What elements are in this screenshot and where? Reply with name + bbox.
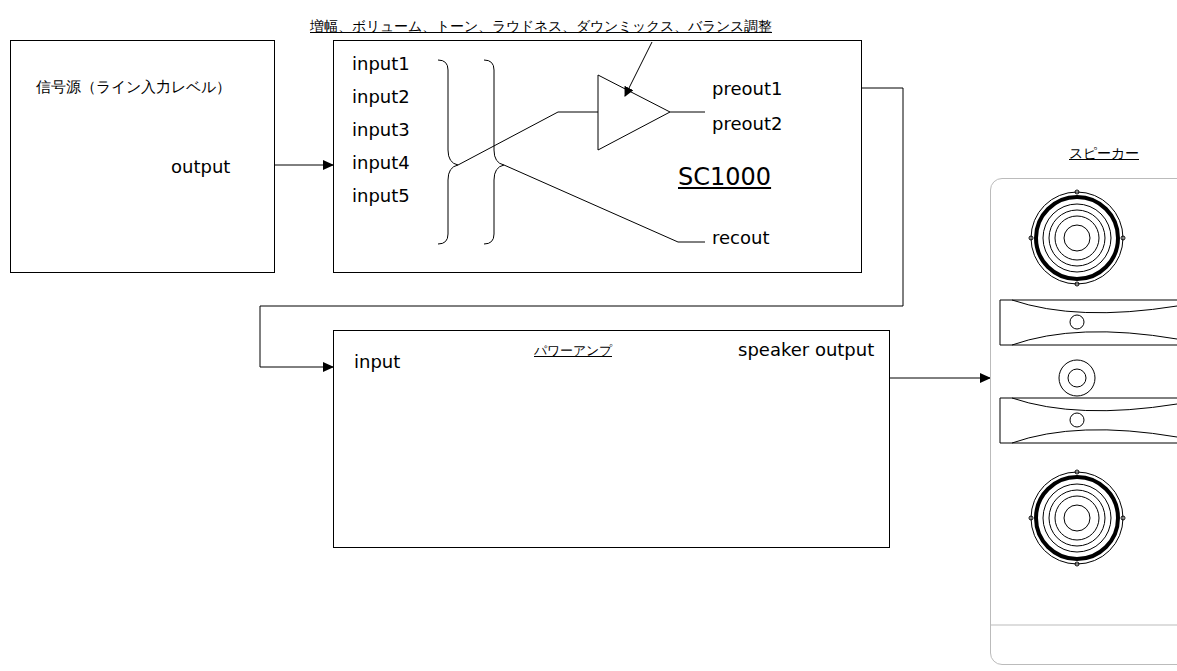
signal-connector [275,165,333,166]
node-text: input [354,351,400,373]
node-text: SC1000 [678,163,771,192]
signal-wire [670,112,705,113]
node-text: output [171,156,230,178]
source-box: 信号源（ライン入力レベル） output [10,40,275,273]
node-text: input1 [352,53,410,75]
input-bracket [438,60,458,244]
rec-wire [504,165,705,242]
node-text: スピーカー [1069,145,1139,162]
node-text: preout2 [712,113,782,135]
function-label: 増幅、ボリューム、トーン、ラウドネス、ダウンミックス、バランス調整 [308,18,774,36]
node-text: input4 [352,152,410,174]
node-text: input5 [352,185,410,207]
node-text: input2 [352,86,410,108]
signal-connector [890,378,990,379]
preamp-box: input1 input2 input3 input4 input5 preout1 pre… [333,40,862,273]
node-text: recout [712,227,769,249]
leader-arrow [625,42,652,96]
signal-connector [260,88,903,367]
rec-bracket [484,60,504,244]
speaker-box: スピーカー [990,178,1177,665]
amplifier-symbol [598,75,670,150]
node-text: input3 [352,119,410,141]
speaker-illustration [990,190,1177,625]
node-text: speaker output [738,334,882,366]
power-amp-box: パワーアンプ input speaker output [333,330,890,548]
node-text: preout1 [712,78,782,100]
node-text: 信号源（ライン入力レベル） [36,78,231,96]
signal-wire [458,112,598,165]
node-text: パワーアンプ [534,343,612,359]
